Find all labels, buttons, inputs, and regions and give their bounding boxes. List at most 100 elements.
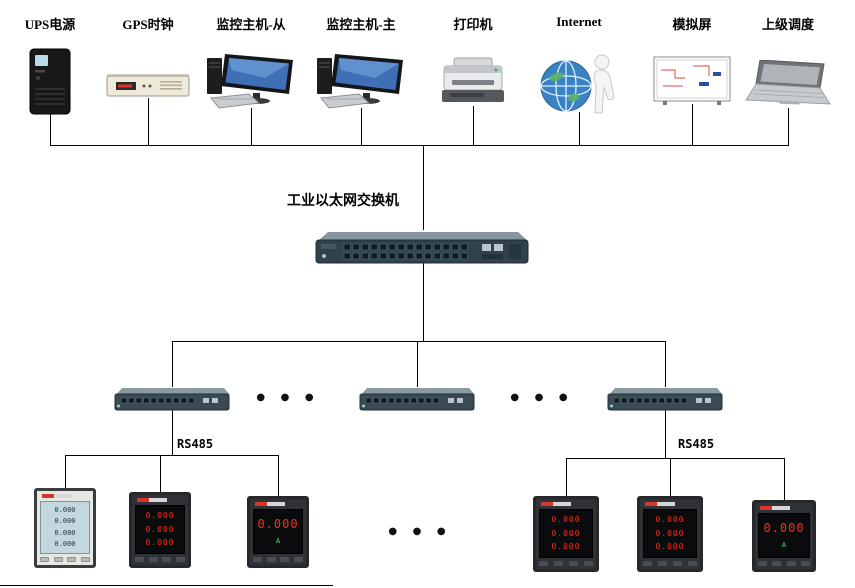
- sub-switch-mid: [358, 385, 476, 417]
- ups-icon: [29, 48, 71, 115]
- meter-reading: 0.000: [763, 521, 805, 535]
- meter-button: [772, 561, 782, 566]
- meter-button: [280, 557, 290, 562]
- switch-row-ellipsis: ● ● ●: [510, 392, 574, 403]
- main-switch-label: 工业以太网交换机: [287, 194, 399, 209]
- switch-downlink-line: [423, 263, 424, 342]
- printer-icon: [442, 57, 504, 102]
- device-label-ups: UPS电源: [24, 17, 76, 32]
- device-label-mimic-panel: 模拟屏: [672, 17, 712, 32]
- meter-button: [293, 557, 303, 562]
- meter-brand-logo: [541, 502, 591, 506]
- workstation-icon: [317, 54, 403, 109]
- power-meter-led: 0.000 0.000 0.000: [533, 496, 599, 572]
- meter-display: 0.000 0.000 0.000: [135, 505, 185, 554]
- switch-uplink-line: [423, 145, 424, 230]
- meter-reading: 0.000: [551, 541, 581, 551]
- meter-button: [658, 561, 667, 566]
- meter-buttons: [40, 557, 90, 562]
- power-meter-led: 0.000 A: [247, 496, 309, 568]
- meter-unit: A: [275, 537, 281, 545]
- meter-display: 0.000 0.000 0.000: [643, 509, 697, 558]
- meter-brand-logo: [255, 502, 301, 506]
- internet-device: [536, 50, 622, 118]
- monitor-master-device: [315, 50, 407, 114]
- meter-button: [148, 557, 158, 562]
- meter-display: 0.000 0.000 0.000: [539, 509, 593, 558]
- device-label-monitor-master: 监控主机-主: [326, 17, 396, 32]
- meter-brand-logo: [760, 506, 808, 510]
- power-meter-led: 0.000 A: [752, 500, 816, 572]
- device-label-dispatch: 上级调度: [761, 17, 815, 32]
- switch-row-ellipsis: ● ● ●: [256, 392, 320, 403]
- mimic-panel-icon: [653, 56, 731, 105]
- drop-line-internet: [579, 112, 580, 145]
- gps-clock-icon: [106, 74, 190, 97]
- drop-line-mimic-panel: [692, 104, 693, 145]
- meter-reading: 0.000: [54, 539, 76, 548]
- meter-reading: 0.000: [145, 511, 175, 521]
- meter-button: [786, 561, 796, 566]
- meter-button: [554, 561, 563, 566]
- drop-line-monitor-slave: [251, 108, 252, 145]
- internet-globe-icon: [540, 54, 615, 114]
- meter-button: [758, 561, 767, 566]
- meter-buttons: [643, 561, 697, 566]
- meter-brand-logo: [645, 502, 695, 506]
- meter-reading: 0.000: [54, 506, 76, 515]
- meter-drop-line: [65, 455, 66, 490]
- meter-display: 0.000 A: [758, 513, 810, 558]
- meter-drop-line: [784, 458, 785, 502]
- meter-reading: 0.000: [655, 528, 685, 538]
- drop-line-dispatch: [788, 108, 789, 145]
- meter-drop-line: [566, 458, 567, 498]
- meter-reading: 0.000: [655, 541, 685, 551]
- printer-device: [440, 56, 506, 112]
- gps-clock-device: [106, 72, 190, 104]
- meter-button: [67, 557, 77, 562]
- meter-drop-line: [670, 458, 671, 498]
- monitor-slave-device: [205, 50, 297, 114]
- rs485-drop-left: [172, 410, 173, 456]
- meter-reading: 0.000: [551, 528, 581, 538]
- rs485-label-right: RS485: [678, 437, 715, 451]
- sub-switch-drop-right: [665, 341, 666, 387]
- sub-switch-drop-left: [172, 341, 173, 387]
- rs485-drop-right: [665, 410, 666, 459]
- meter-button: [175, 557, 185, 562]
- distribution-bus-line: [172, 341, 666, 342]
- device-label-internet: Internet: [556, 14, 602, 29]
- meter-bus-left: [65, 455, 279, 456]
- power-meter-led: 0.000 0.000 0.000: [637, 496, 703, 572]
- meter-reading: 0.000: [54, 517, 76, 526]
- meter-button: [162, 557, 172, 562]
- drop-line-gps: [148, 98, 149, 145]
- mimic-panel-device: [653, 56, 731, 110]
- meter-buttons: [758, 561, 810, 566]
- meter-button: [643, 561, 652, 566]
- device-label-printer: 打印机: [453, 17, 493, 32]
- meter-reading: 0.000: [54, 528, 76, 537]
- meter-button: [688, 561, 697, 566]
- rs485-label-left: RS485: [177, 437, 214, 451]
- power-meter-led: 0.000 0.000 0.000: [129, 492, 191, 568]
- meter-bus-right: [566, 458, 785, 459]
- meter-button: [253, 557, 262, 562]
- meter-button: [40, 557, 49, 562]
- meter-button: [800, 561, 810, 566]
- drop-line-ups: [50, 112, 51, 145]
- sub-switch-drop-mid: [417, 341, 418, 387]
- device-label-monitor-slave: 监控主机-从: [216, 17, 286, 32]
- meter-brand-logo: [42, 494, 88, 498]
- power-meter-lcd: 0.000 0.000 0.000 0.000: [34, 488, 96, 568]
- laptop-icon: [745, 59, 831, 105]
- sub-switch-right: [606, 385, 724, 417]
- meter-drop-line: [160, 455, 161, 494]
- meter-button: [53, 557, 63, 562]
- meter-button: [569, 561, 578, 566]
- main-ethernet-switch: [312, 228, 532, 272]
- meter-display: 0.000 A: [253, 509, 303, 554]
- meter-display: 0.000 0.000 0.000 0.000: [40, 501, 90, 554]
- meter-reading: 0.000: [145, 524, 175, 534]
- meter-row-ellipsis: ● ● ●: [388, 526, 452, 537]
